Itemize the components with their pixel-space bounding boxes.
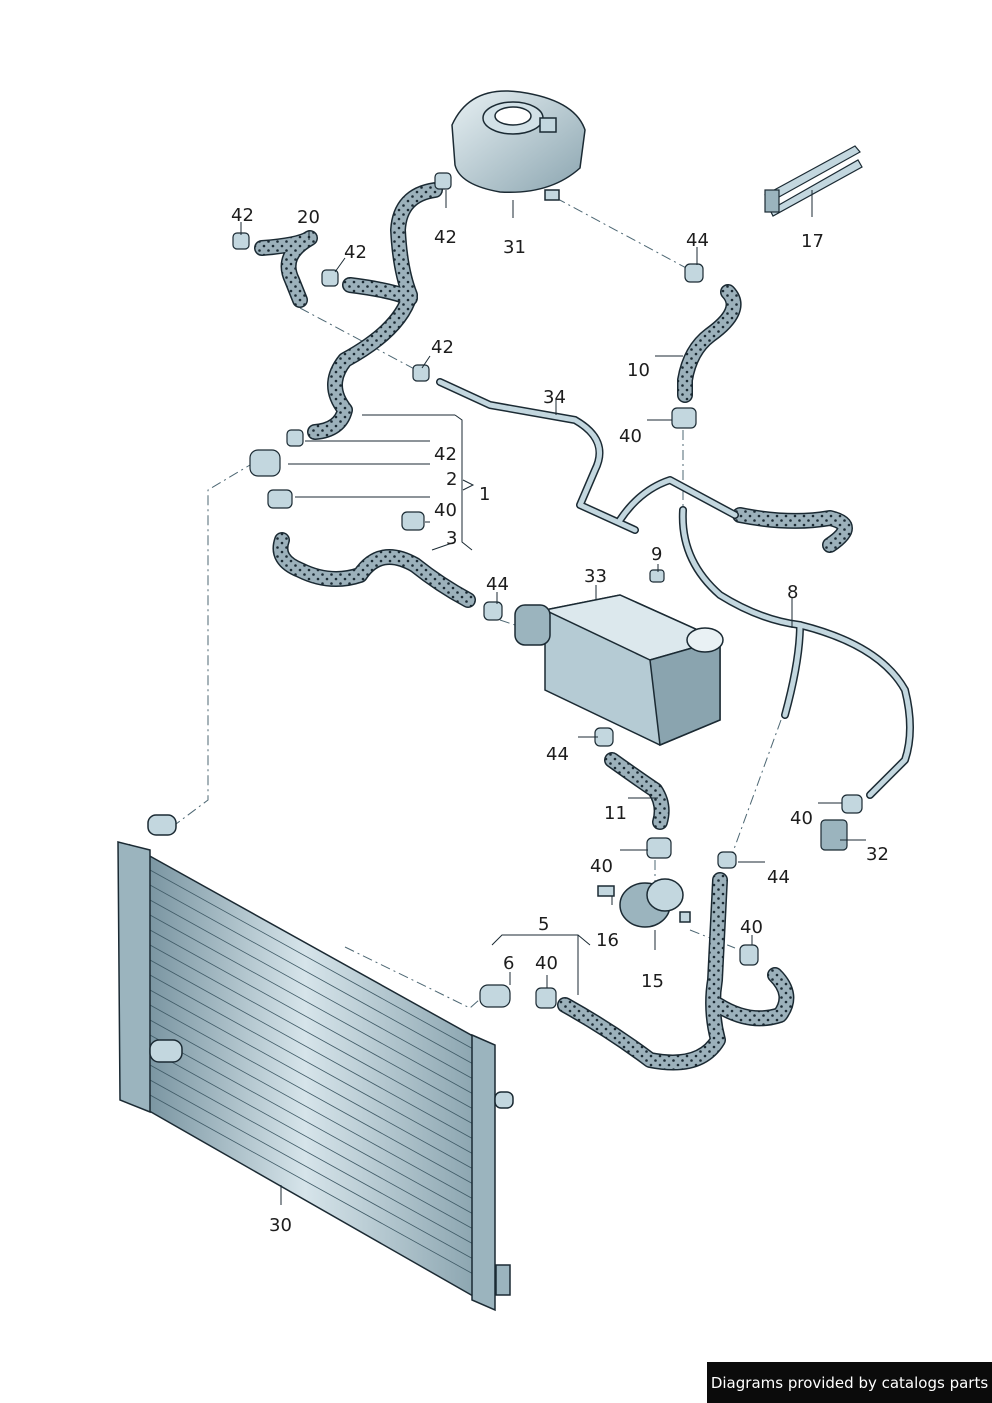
callout-30: 30 [269, 1215, 292, 1236]
radiator [117, 814, 514, 1312]
callout-1: 1 [479, 484, 491, 505]
callout-11: 11 [604, 803, 627, 824]
callout-9: 9 [651, 544, 663, 565]
callout-8: 8 [787, 582, 799, 603]
callout-34: 34 [543, 387, 566, 408]
callout-2: 2 [446, 469, 458, 490]
callout-32: 32 [866, 844, 889, 865]
callout-44: 44 [486, 574, 509, 595]
callout-6: 6 [503, 953, 515, 974]
callout-42: 42 [231, 205, 254, 226]
credit-banner: Diagrams provided by catalogs parts [707, 1362, 992, 1403]
callout-42: 42 [434, 444, 457, 465]
leader-lines [240, 190, 866, 1205]
pipes [436, 378, 914, 799]
callout-44: 44 [546, 744, 569, 765]
callout-5: 5 [538, 914, 550, 935]
callout-40: 40 [434, 500, 457, 521]
callout-20: 20 [297, 207, 320, 228]
callout-42: 42 [431, 337, 454, 358]
callout-42: 42 [344, 242, 367, 263]
callout-10: 10 [627, 360, 650, 381]
callout-3: 3 [446, 528, 458, 549]
callout-40: 40 [535, 953, 558, 974]
assembly-lines [175, 197, 782, 1009]
callout-40: 40 [740, 917, 763, 938]
cable-tie-strip [764, 145, 863, 217]
callout-42: 42 [434, 227, 457, 248]
callout-40: 40 [619, 426, 642, 447]
callout-40: 40 [590, 856, 613, 877]
callout-17: 17 [801, 231, 824, 252]
callout-16: 16 [596, 930, 619, 951]
callout-15: 15 [641, 971, 664, 992]
callout-31: 31 [503, 237, 526, 258]
callout-33: 33 [584, 566, 607, 587]
coolant-housing [514, 594, 724, 747]
callout-40: 40 [790, 808, 813, 829]
hoses [254, 182, 853, 1071]
water-pump [597, 878, 691, 928]
callout-44: 44 [686, 230, 709, 251]
expansion-tank [451, 90, 586, 201]
callout-44: 44 [767, 867, 790, 888]
